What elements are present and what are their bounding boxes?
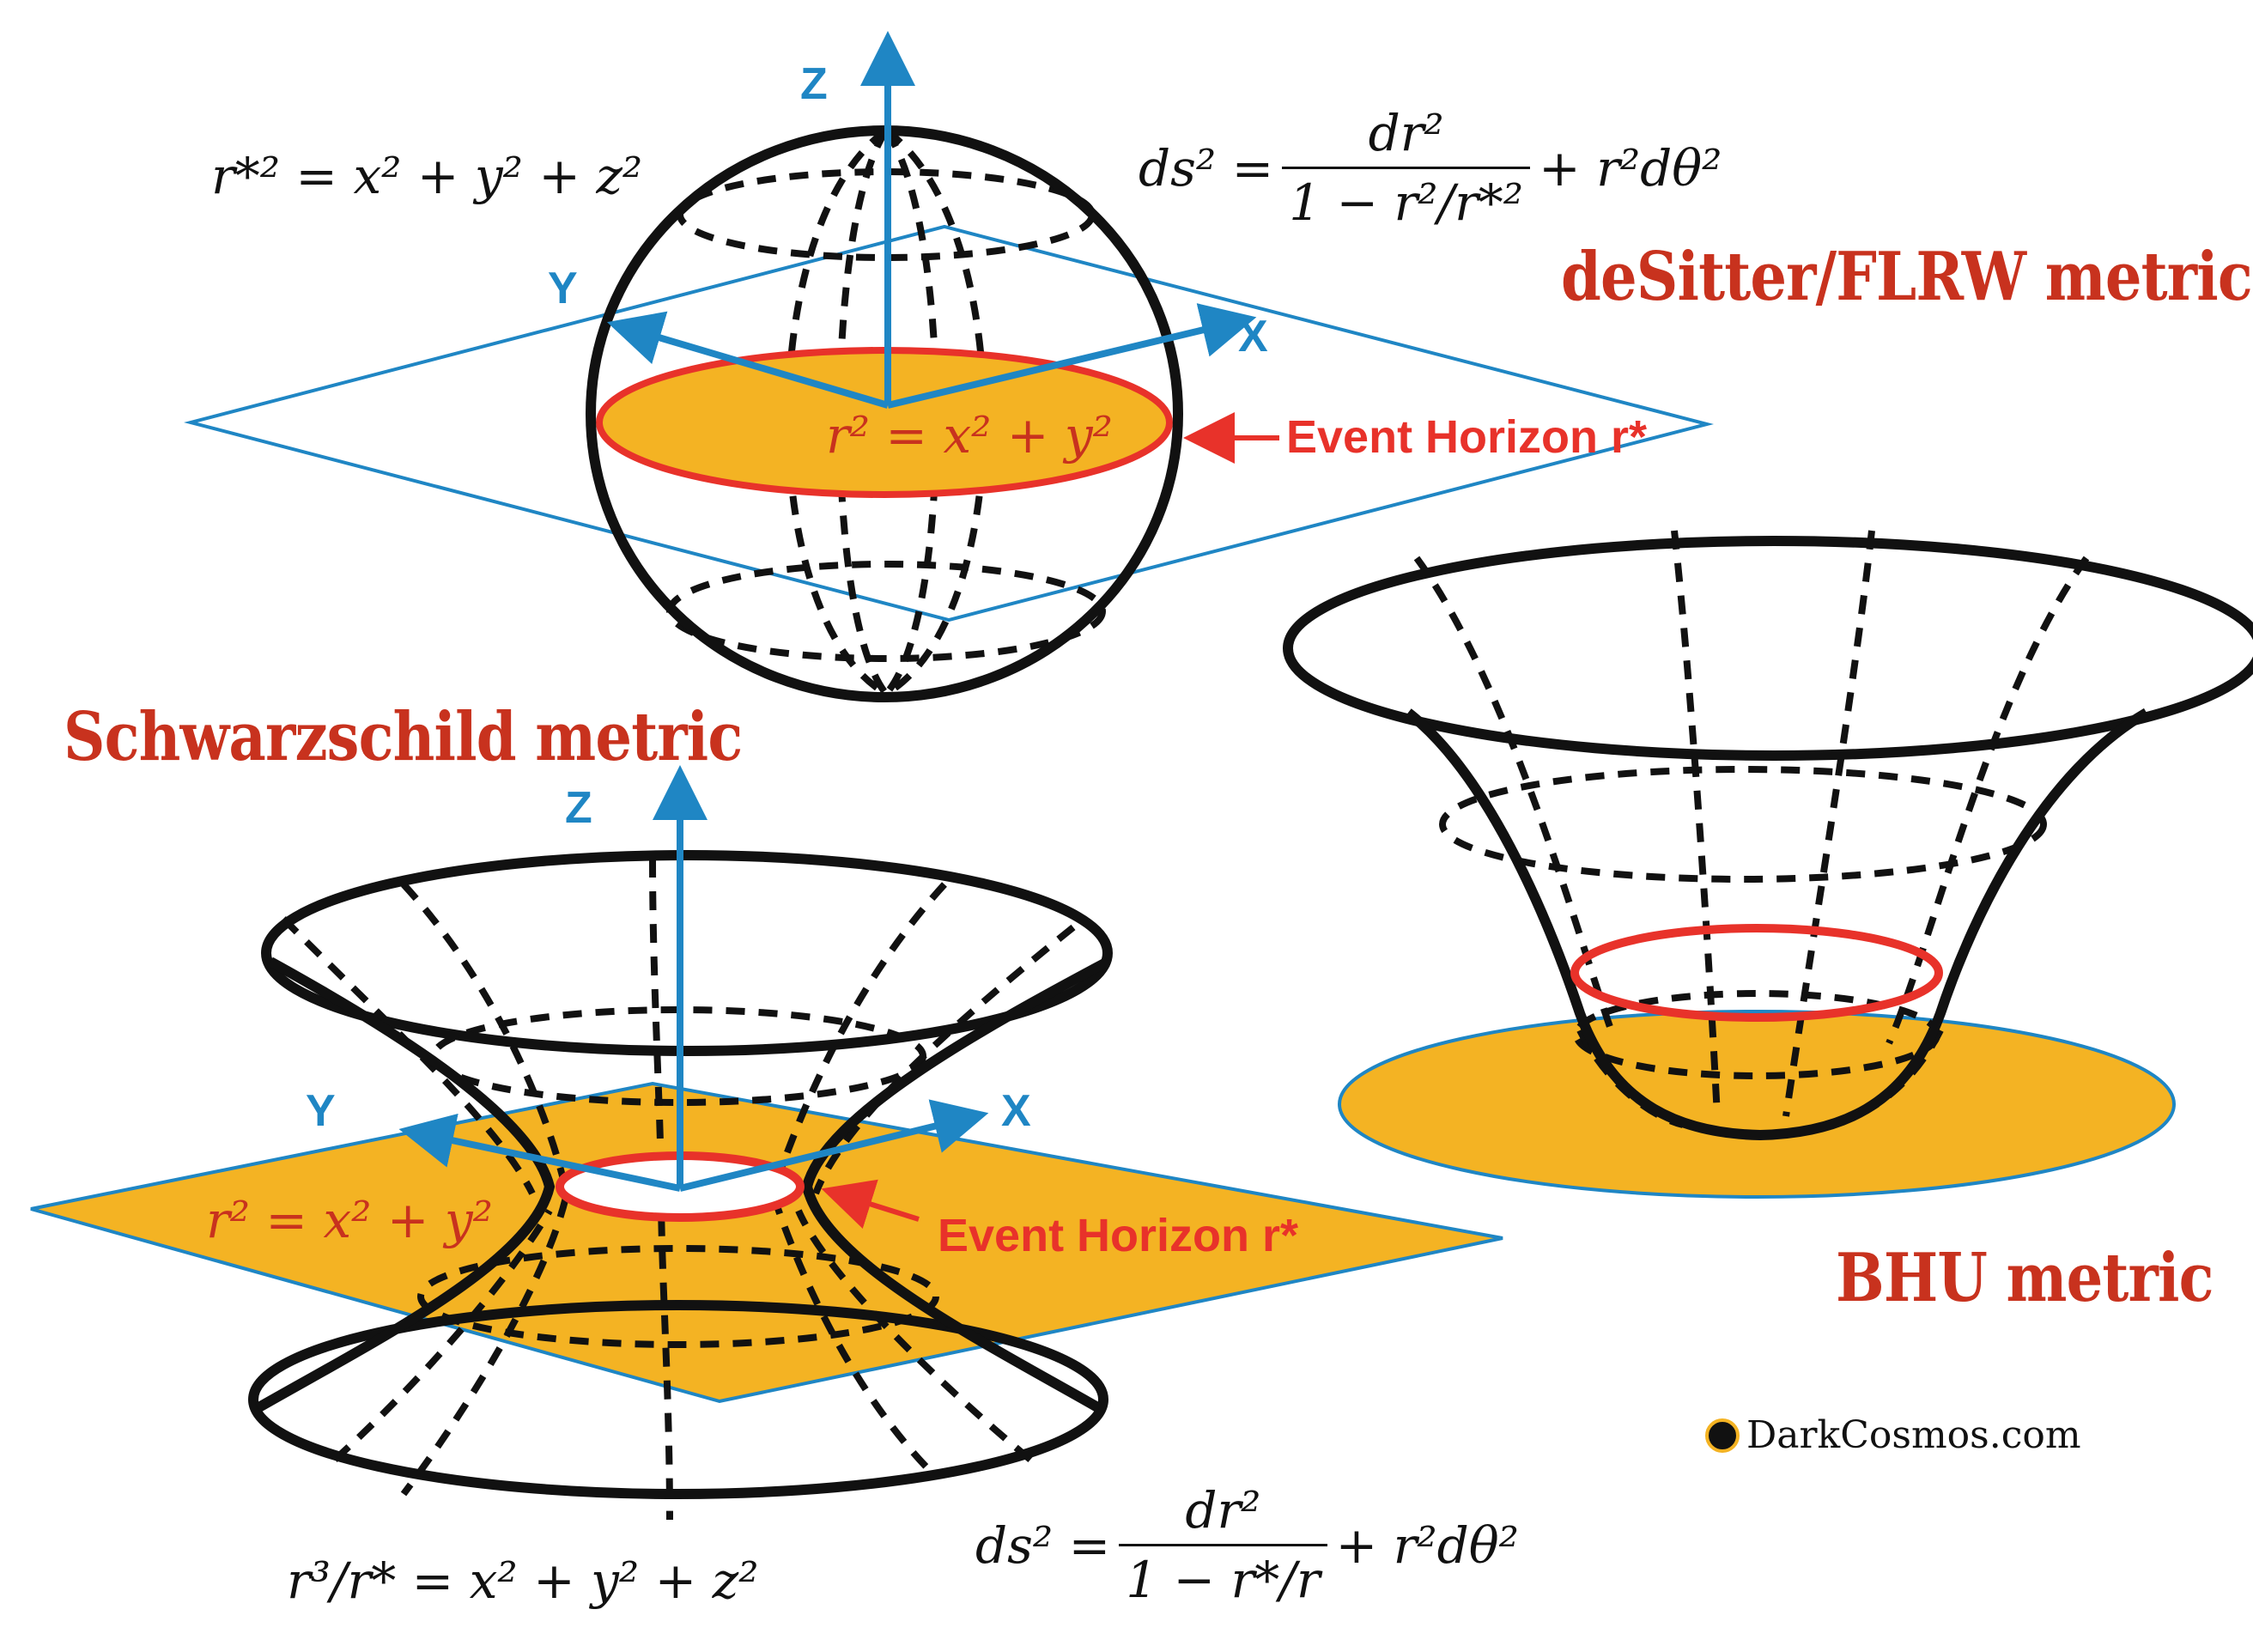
desitter-surface-equation: r*² = x² + y² + z² [211,147,643,205]
schwarzschild-title: Schwarzschild metric [64,698,743,776]
bhu-funnel-outline [1405,708,2150,1141]
schwarzschild-y-label: Y [306,1086,336,1136]
desitter-sphere-figure [184,31,1714,702]
schwarzschild-left-throat [255,957,556,1413]
schwarzschild-metric-denominator: 1 − r*/r [1119,1544,1327,1605]
desitter-metric-denominator: 1 − r²/r*² [1282,167,1531,228]
desitter-metric-equation: ds² = dr² 1 − r²/r*² + r²dθ² [1139,108,1722,228]
schwarzschild-metric-numerator: dr² [1185,1481,1261,1540]
desitter-z-label: Z [800,59,828,109]
schwarzschild-metric-fraction: dr² 1 − r*/r [1119,1485,1327,1605]
bhu-funnel-figure [1283,530,2253,1199]
desitter-x-label: X [1238,312,1268,361]
credit-text: DarkCosmos.com [1746,1413,2081,1457]
desitter-y-label: Y [548,264,578,313]
schwarzschild-disk-equation: r² = x² + y² [206,1191,493,1249]
schwarzschild-right-throat [801,957,1110,1413]
desitter-disk-equation: r² = x² + y² [826,406,1113,465]
schwarzschild-x-label: X [1001,1086,1031,1136]
desitter-x-axis [887,303,1257,409]
schwarzschild-metric-equation: ds² = dr² 1 − r*/r + r²dθ² [975,1485,1519,1605]
desitter-title: deSitter/FLRW metric [1561,238,2253,316]
schwarzschild-bottom-rim [248,1300,1108,1499]
desitter-y-axis [606,311,890,409]
schwarzschild-top-rim [261,850,1113,1056]
bhu-base-disk [1338,1010,2176,1199]
bhu-funnel-rim [1283,536,2253,761]
desitter-metric-rhs: + r²dθ² [1539,138,1722,197]
schwarzschild-metric-rhs: + r²dθ² [1335,1515,1519,1575]
desitter-metric-lhs: ds² = [1139,138,1274,197]
schwarzschild-surface-equation: r³/r* = x² + y² + z² [287,1552,759,1610]
bhu-event-horizon-ring [1570,924,1943,1022]
bhu-title: BHU metric [1836,1239,2214,1317]
schwarzschild-y-axis [398,1113,681,1192]
schwarzschild-figure [30,765,1503,1521]
desitter-event-horizon-label: Event Horizon r* [1286,411,1648,463]
desitter-metric-numerator: dr² [1368,104,1444,162]
black-dot-icon [1705,1418,1740,1453]
schwarzschild-event-horizon-label: Event Horizon r* [938,1210,1299,1261]
schwarzschild-x-axis [679,1099,989,1192]
desitter-metric-fraction: dr² 1 − r²/r*² [1282,104,1531,228]
schwarzschild-event-horizon-arrow [821,1179,920,1229]
schwarzschild-z-label: Z [565,783,592,833]
schwarzschild-metric-lhs: ds² = [975,1515,1111,1575]
desitter-xy-plane [184,224,1714,623]
